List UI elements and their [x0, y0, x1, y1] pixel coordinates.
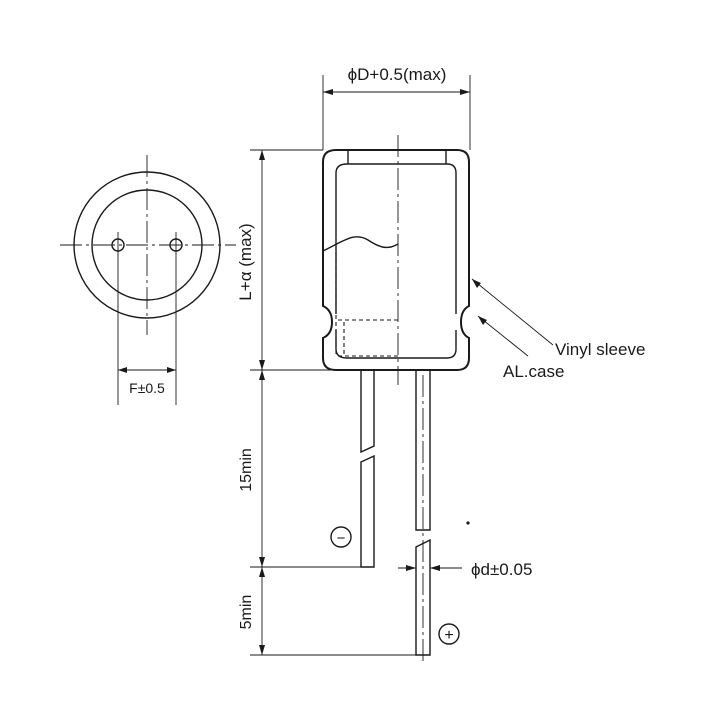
lead-diameter-arrow-right [430, 565, 440, 571]
spacing-arrow-right [167, 367, 176, 373]
length-arrow-bottom [259, 360, 265, 370]
lead-5-label: 5min [238, 595, 255, 630]
al-case-leader-line [477, 315, 529, 357]
al-case-leader-arrow [478, 316, 487, 325]
diameter-dimension: ϕD+0.5(max) [322, 65, 471, 150]
lead-5-arrow-top [259, 567, 265, 577]
minus-sign: − [337, 530, 346, 547]
spacing-label: F±0.5 [129, 380, 165, 396]
al-case-label: AL.case [503, 362, 564, 381]
lead-diameter-label: ϕd±0.05 [471, 560, 532, 579]
diameter-label: ϕD+0.5(max) [348, 65, 447, 84]
minus-lead-upper [360, 370, 375, 454]
top-view: F±0.5 [60, 155, 236, 405]
lead-diameter-arrow-left [406, 565, 416, 571]
vinyl-leader-arrow [472, 279, 481, 288]
minus-lead-lower [360, 454, 375, 568]
length-arrow-top [259, 150, 265, 160]
plus-lead-lower [415, 538, 431, 656]
minus-circle [330, 526, 352, 548]
lead-15-arrow-top [259, 370, 265, 380]
plus-symbol: + [438, 623, 460, 645]
reference-dot [466, 521, 470, 525]
diameter-arrow-left [323, 89, 333, 95]
lead-15-label: 15min [238, 448, 255, 492]
vinyl-sleeve-outline [322, 149, 470, 371]
al-case-outline [335, 163, 457, 359]
diameter-arrow-right [460, 89, 470, 95]
lead-5-arrow-bottom [259, 645, 265, 655]
minus-symbol: − [330, 526, 352, 548]
spacing-arrow-left [118, 367, 127, 373]
capacitor-body [322, 149, 470, 371]
length-dimension: L+α (max) [236, 149, 360, 371]
lead-length-dimensions: 15min 5min [238, 370, 423, 656]
plus-lead-upper [415, 370, 431, 531]
length-label: L+α (max) [236, 223, 255, 300]
lead-diameter-dimension: ϕd±0.05 [398, 560, 532, 579]
cutaway-wave [322, 236, 399, 252]
leads [360, 370, 470, 665]
callouts: Vinyl sleeve AL.case [471, 278, 645, 381]
vinyl-sleeve-label: Vinyl sleeve [555, 340, 645, 359]
plus-circle [438, 623, 460, 645]
vinyl-leader-line [471, 278, 554, 346]
lead-15-arrow-bottom [259, 557, 265, 567]
plus-sign: + [444, 627, 453, 644]
